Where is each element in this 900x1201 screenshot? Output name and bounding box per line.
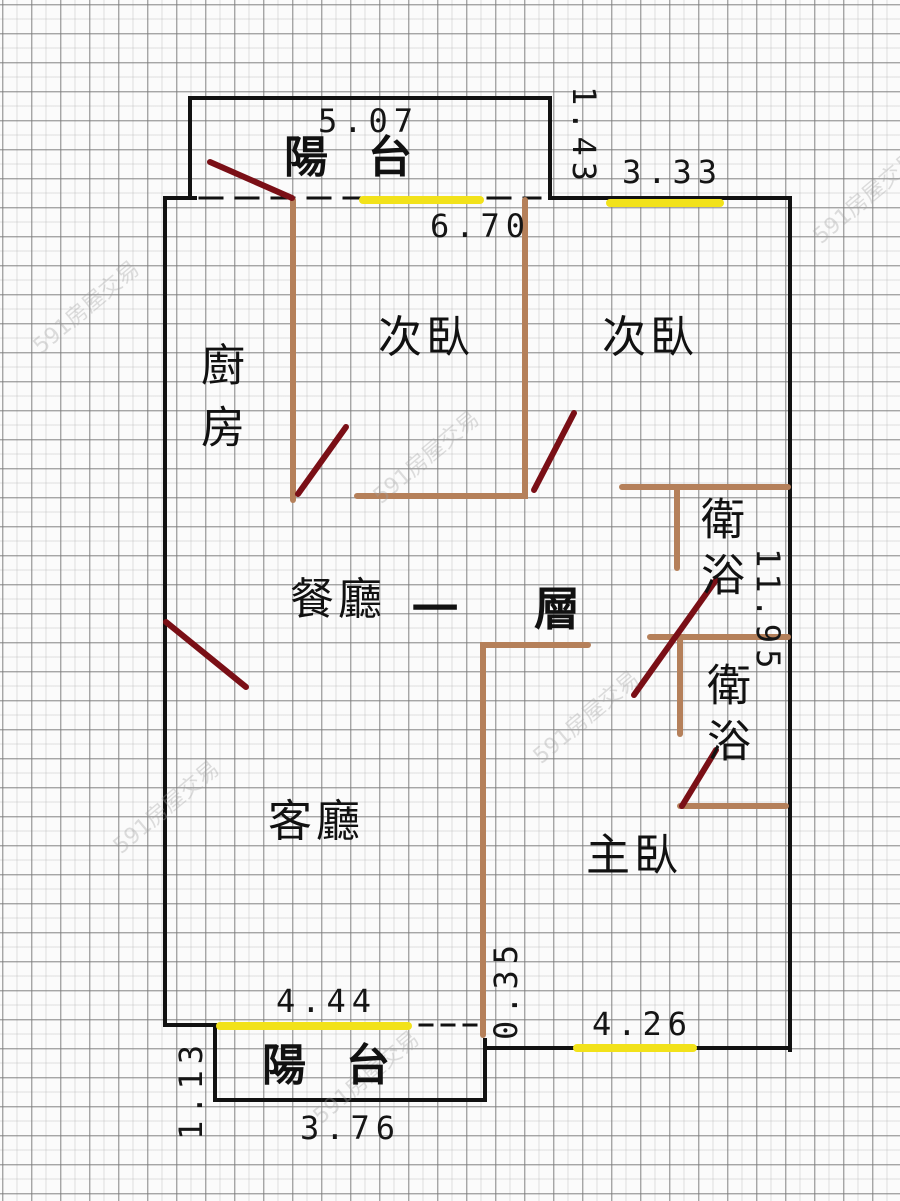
doors: [163, 159, 719, 809]
dim-bottom-offset: 0.35: [487, 938, 525, 1040]
door-bedroom2a: [295, 424, 349, 497]
dim-top-right: 3.33: [622, 153, 724, 191]
windows: [216, 196, 724, 1052]
room-label-kitchen: 廚房: [193, 342, 244, 466]
bottom-balcony-outline: [213, 1023, 487, 1102]
door-balcony-top: [207, 159, 295, 201]
door-bedroom2b: [531, 410, 577, 493]
dim-top-offset: 1.43: [565, 86, 603, 188]
room-label-bedroom2b: 次臥: [602, 312, 698, 363]
dim-bottom-right: 4.26: [592, 1005, 694, 1043]
top-balcony-outline: [188, 96, 552, 197]
room-label-dining: 餐廳: [290, 574, 386, 625]
outer-walls: [163, 96, 792, 1102]
room-label-bath2: 衛浴: [699, 662, 750, 774]
room-label-bath1: 衛浴: [693, 496, 744, 608]
room-label-living: 客廳: [268, 796, 364, 847]
room-label-master: 主臥: [586, 830, 682, 881]
dim-balcony-bottom-width: 3.76: [300, 1109, 402, 1147]
room-label-balcony-bottom: 陽台: [262, 1040, 430, 1091]
room-label-balcony-top: 陽台: [284, 132, 452, 183]
dim-right-side: 11.95: [749, 548, 787, 675]
door-bath2: [679, 747, 719, 809]
dim-top-span: 6.70: [430, 207, 532, 245]
door-main-entrance: [163, 619, 249, 690]
dim-balcony-top-width: 5.07: [318, 102, 420, 140]
door-bath1: [631, 577, 719, 698]
dim-balcony-bottom-depth: 1.13: [172, 1038, 210, 1140]
dim-bottom-left: 4.44: [276, 982, 378, 1020]
room-label-bedroom2a: 次臥: [378, 312, 474, 363]
floor-label: 一 層: [412, 582, 611, 636]
